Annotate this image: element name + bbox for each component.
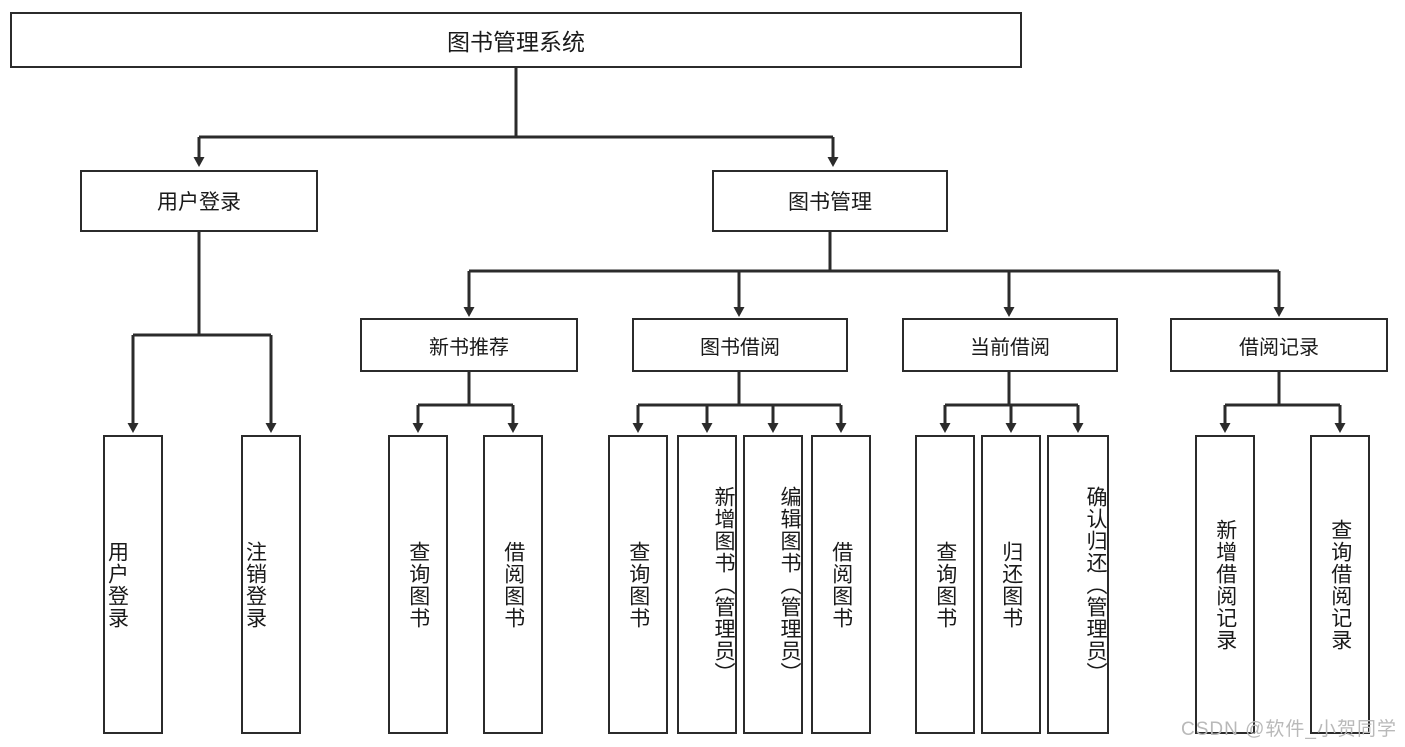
leaf-query-book-recommend[interactable]: 查询图书 — [388, 435, 448, 734]
node-new-book-recommend[interactable]: 新书推荐 — [360, 318, 578, 372]
node-label: 编辑图书（管理员） — [778, 485, 801, 684]
leaf-edit-book-admin[interactable]: 编辑图书（管理员） — [743, 435, 803, 734]
node-label: 查询图书 — [933, 540, 957, 629]
node-label: 确认归还（管理员） — [1084, 485, 1107, 684]
node-label: 用户登录 — [157, 191, 241, 214]
node-label: 新书推荐 — [429, 336, 509, 359]
node-book-manage[interactable]: 图书管理 — [712, 170, 948, 232]
leaf-add-book-admin[interactable]: 新增图书（管理员） — [677, 435, 737, 734]
node-label: 查询图书 — [626, 540, 650, 629]
node-label: 借阅记录 — [1239, 336, 1319, 359]
leaf-query-book-current[interactable]: 查询图书 — [915, 435, 975, 734]
node-label: 查询图书 — [406, 540, 430, 629]
node-label: 用户登录 — [105, 540, 129, 629]
node-user-login[interactable]: 用户登录 — [80, 170, 318, 232]
leaf-add-borrow-record[interactable]: 新增借阅记录 — [1195, 435, 1255, 734]
node-label: 图书管理 — [788, 191, 872, 214]
node-label: 归还图书 — [999, 540, 1023, 629]
leaf-user-logout[interactable]: 注销登录 — [241, 435, 301, 734]
leaf-confirm-return-admin[interactable]: 确认归还（管理员） — [1047, 435, 1109, 734]
node-current-borrow[interactable]: 当前借阅 — [902, 318, 1118, 372]
node-label: 注销登录 — [243, 540, 267, 629]
node-root-system[interactable]: 图书管理系统 — [10, 12, 1022, 68]
node-label: 当前借阅 — [970, 336, 1050, 359]
node-label: 借阅图书 — [829, 540, 853, 629]
node-label: 查询借阅记录 — [1328, 518, 1352, 651]
node-label: 新增图书（管理员） — [712, 485, 735, 684]
leaf-borrow-book-recommend[interactable]: 借阅图书 — [483, 435, 543, 734]
node-borrow-record[interactable]: 借阅记录 — [1170, 318, 1388, 372]
leaf-borrow-book-borrow[interactable]: 借阅图书 — [811, 435, 871, 734]
node-label: 借阅图书 — [501, 540, 525, 629]
node-book-borrow[interactable]: 图书借阅 — [632, 318, 848, 372]
leaf-user-login[interactable]: 用户登录 — [103, 435, 163, 734]
node-label: 图书借阅 — [700, 336, 780, 359]
leaf-query-book-borrow[interactable]: 查询图书 — [608, 435, 668, 734]
leaf-query-borrow-record[interactable]: 查询借阅记录 — [1310, 435, 1370, 734]
node-label: 图书管理系统 — [447, 29, 585, 55]
leaf-return-book[interactable]: 归还图书 — [981, 435, 1041, 734]
node-label: 新增借阅记录 — [1213, 518, 1237, 651]
